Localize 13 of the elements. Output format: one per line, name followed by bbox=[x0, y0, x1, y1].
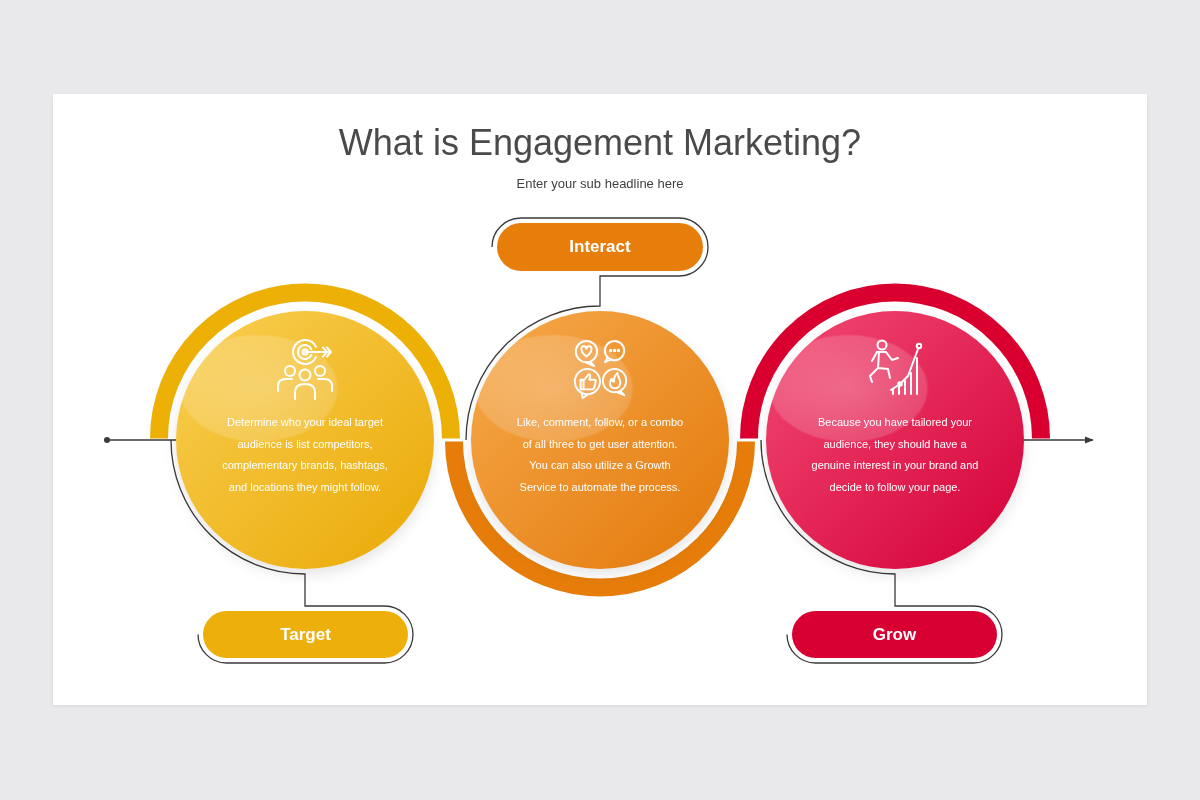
description-text: Like, comment, follow, or a combo of all three to get user attention. You can also utilize a Growth Service to automate the process. bbox=[515, 415, 685, 496]
step-title: Grow bbox=[792, 611, 997, 658]
arrow bbox=[1023, 436, 1094, 444]
connector-line bbox=[760, 439, 1003, 664]
connector-line bbox=[104, 437, 177, 443]
connector-line bbox=[465, 217, 709, 441]
connector-line bbox=[170, 439, 414, 664]
step-title: Interact bbox=[497, 223, 703, 271]
step-title: Target bbox=[203, 611, 408, 658]
description-text: Determine who your ideal target audience is list competitors, complementary brands, hashtags, and locations they might follow. bbox=[222, 415, 388, 496]
description-text: Because you have tailored your audience, they should have a genuine interest in your brand and decide to follow your page. bbox=[810, 415, 980, 496]
title: What is Engagement Marketing? bbox=[338, 121, 862, 165]
subtitle: Enter your sub headline here bbox=[516, 176, 684, 192]
